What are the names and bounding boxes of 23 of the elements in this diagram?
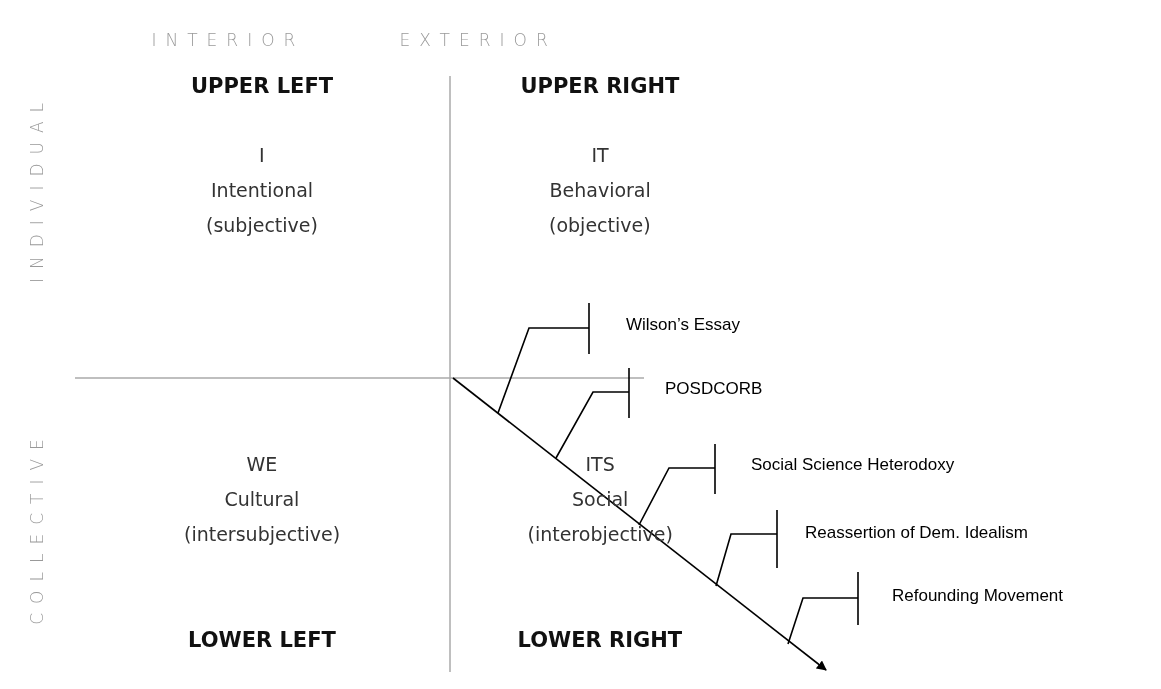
quadrant-heading: UPPER LEFT <box>191 75 334 97</box>
quadrant-heading: UPPER RIGHT <box>520 75 680 97</box>
quadrant-label: ITS <box>585 454 615 474</box>
event-label: Refounding Movement <box>892 586 1064 604</box>
axis-label: EXTERIOR <box>399 31 557 49</box>
quadrant-label: (objective) <box>549 215 651 235</box>
quadrant-label: Behavioral <box>549 180 651 200</box>
quadrant-label: (subjective) <box>206 215 318 235</box>
quadrant-label: I <box>259 145 265 165</box>
quadrant-label: Cultural <box>224 489 300 509</box>
axis-label: COLLECTIVE <box>28 429 46 625</box>
event-label: Social Science Heterodoxy <box>751 455 955 473</box>
axis-label: INTERIOR <box>151 31 305 49</box>
quadrant-heading: LOWER LEFT <box>188 629 336 651</box>
quadrant-label: IT <box>591 145 609 165</box>
event-label: POSDCORB <box>665 379 763 397</box>
event-label: Reassertion of Dem. Idealism <box>805 523 1028 541</box>
quadrant-label: (intersubjective) <box>184 524 341 544</box>
quadrant-label: WE <box>246 454 278 474</box>
quadrant-heading: LOWER RIGHT <box>517 629 683 651</box>
axis-label: INDIVIDUAL <box>28 93 46 283</box>
quadrant-label: Intentional <box>211 180 314 200</box>
event-label: Wilson’s Essay <box>626 315 740 333</box>
